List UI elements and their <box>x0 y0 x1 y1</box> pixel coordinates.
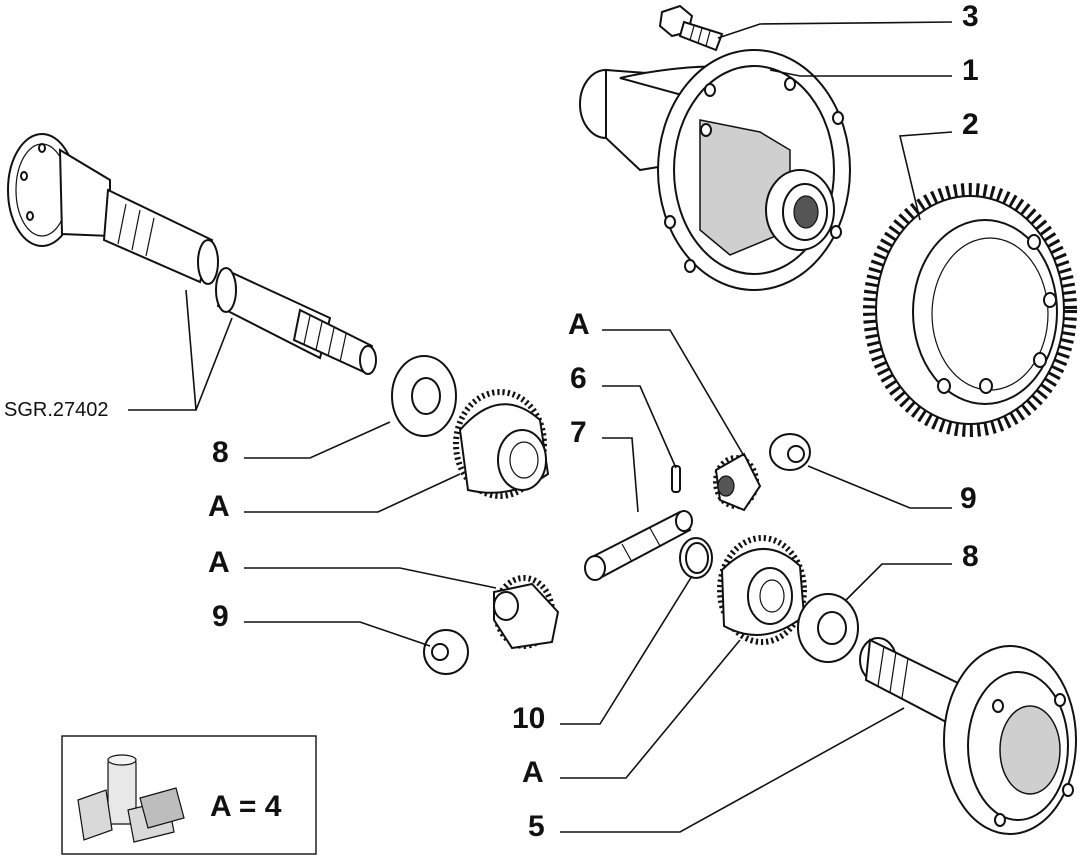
callout-3: 3 <box>962 0 979 33</box>
callout-A-top: A <box>568 308 590 341</box>
callout-5: 5 <box>528 810 545 843</box>
callout-7: 7 <box>570 416 587 449</box>
callout-2: 2 <box>962 108 979 141</box>
differential-housing-icon <box>579 49 851 291</box>
callout-A-left-1: A <box>208 490 230 523</box>
bevel-gear-icon <box>493 575 560 650</box>
washer-icon <box>391 355 457 437</box>
callout-9-left: 9 <box>212 600 229 633</box>
reference-code: SGR.27402 <box>4 399 109 421</box>
legend-box: A = 4 <box>61 735 317 855</box>
bolt-icon <box>658 4 724 52</box>
callout-8-right: 8 <box>962 540 979 573</box>
bevel-gear-icon <box>717 535 807 645</box>
callout-A-left-2: A <box>208 546 230 579</box>
callout-9-right: 9 <box>960 482 977 515</box>
callout-10: 10 <box>512 702 545 735</box>
callout-A-bottom: A <box>522 756 544 789</box>
flange-shaft-icon <box>859 637 1077 835</box>
washer-icon <box>797 593 859 663</box>
washer-icon <box>423 629 469 675</box>
legend-text: A = 4 <box>210 790 282 823</box>
ring-gear-icon <box>863 183 1077 437</box>
snap-ring-icon <box>679 537 713 579</box>
callout-8-left: 8 <box>212 436 229 469</box>
bevel-gear-icon <box>713 452 762 512</box>
washer-icon <box>769 433 811 471</box>
leader-lines <box>128 21 953 833</box>
drive-shaft-icon <box>7 133 377 375</box>
callout-6: 6 <box>570 362 587 395</box>
bevel-gear-icon <box>453 389 550 499</box>
parts-kit-icon <box>77 754 185 843</box>
pin-icon <box>671 465 681 493</box>
callout-1: 1 <box>962 54 979 87</box>
shaft-pin-icon <box>584 510 693 581</box>
